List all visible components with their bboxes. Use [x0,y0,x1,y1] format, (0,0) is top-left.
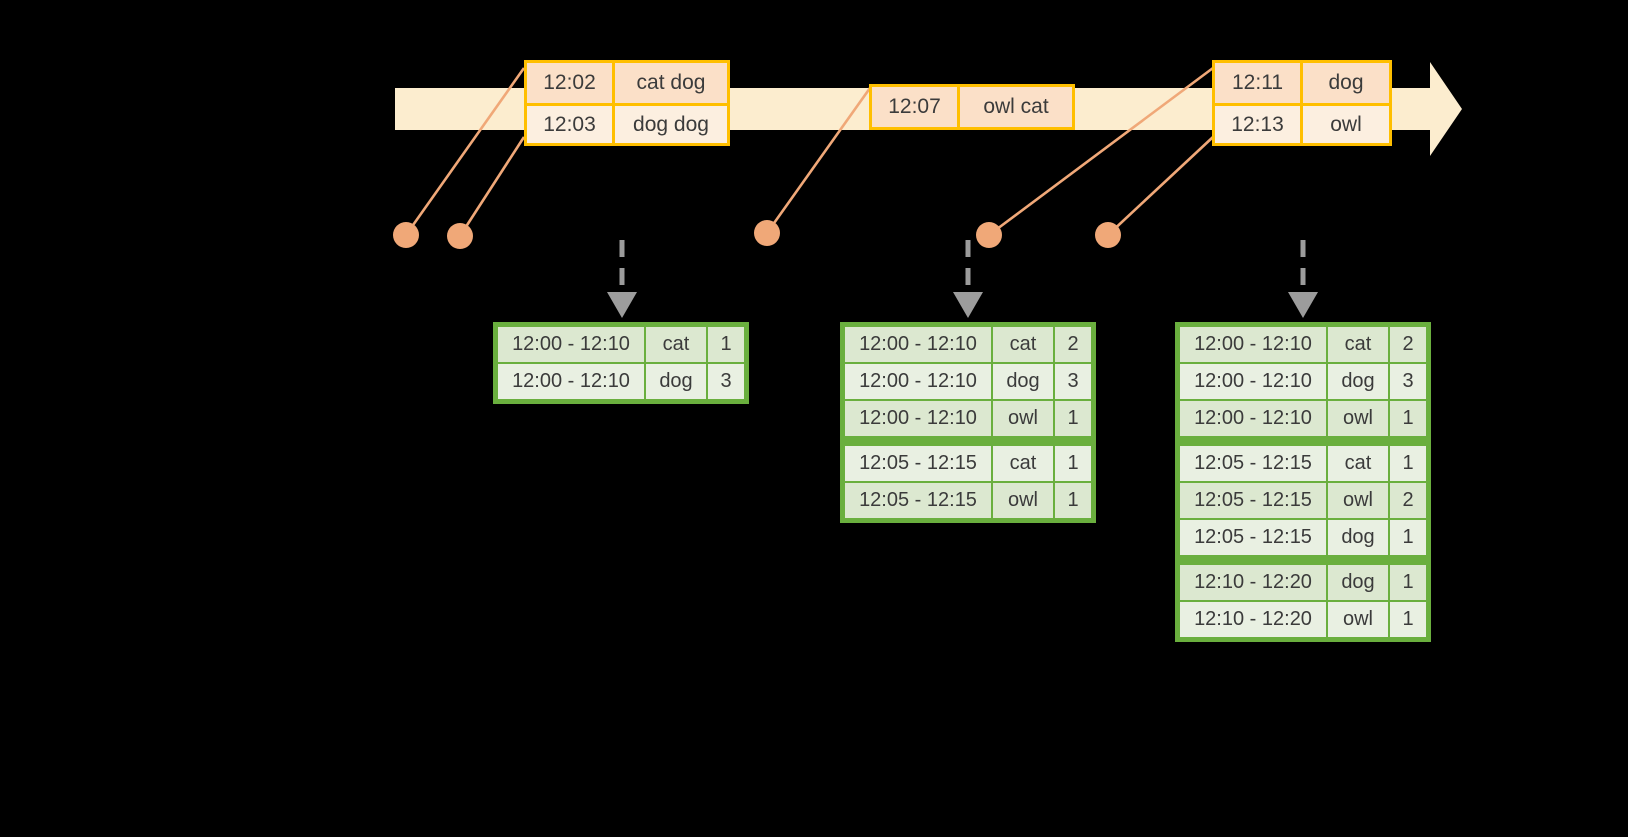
cell-count: 1 [707,326,745,363]
table-row[interactable]: 12:00 - 12:10 cat 2 [844,326,1092,363]
event-dots [393,220,1121,249]
cell-window: 12:05 - 12:15 [844,445,992,482]
cell-window: 12:05 - 12:15 [1179,519,1327,556]
event-words: dog dog [615,106,727,143]
table-row[interactable]: 12:05 - 12:15 dog 1 [1179,519,1427,564]
cell-window: 12:00 - 12:10 [844,363,992,400]
cell-window: 12:00 - 12:10 [497,363,645,400]
cell-window: 12:10 - 12:20 [1179,564,1327,601]
event-time: 12:03 [527,106,615,143]
table-row[interactable]: 12:10 - 12:20 owl 1 [1179,601,1427,638]
event-time: 12:02 [527,63,615,103]
event-dot [1095,222,1121,248]
table-row[interactable]: 12:00 - 12:10 dog 3 [1179,363,1427,400]
cell-count: 2 [1054,326,1092,363]
cell-word: dog [645,363,707,400]
cell-word: owl [992,400,1054,437]
cell-count: 1 [1054,445,1092,482]
emit-arrows [619,240,1306,297]
cell-count: 2 [1389,482,1427,519]
emit-arrowheads [607,292,1318,318]
cell-word: cat [1327,445,1389,482]
event-time: 12:11 [1215,63,1303,103]
event-row[interactable]: 12:03 dog dog [527,103,727,143]
table-row[interactable]: 12:00 - 12:10 owl 1 [1179,400,1427,445]
event-group-3[interactable]: 12:11 dog 12:13 owl [1212,60,1392,146]
event-time: 12:07 [872,87,960,127]
cell-count: 2 [1389,326,1427,363]
result-table-3[interactable]: 12:00 - 12:10 cat 2 12:00 - 12:10 dog 3 … [1175,322,1431,642]
cell-count: 3 [707,363,745,400]
event-words: owl cat [960,87,1072,127]
cell-count: 1 [1054,482,1092,519]
cell-word: dog [1327,363,1389,400]
cell-count: 1 [1389,564,1427,601]
cell-word: cat [1327,326,1389,363]
cell-word: cat [992,326,1054,363]
table-row[interactable]: 12:00 - 12:10 dog 3 [844,363,1092,400]
cell-window: 12:10 - 12:20 [1179,601,1327,638]
event-row[interactable]: 12:13 owl [1215,103,1389,143]
cell-count: 3 [1389,363,1427,400]
cell-window: 12:00 - 12:10 [844,400,992,437]
event-words: cat dog [615,63,727,103]
cell-window: 12:00 - 12:10 [844,326,992,363]
cell-window: 12:00 - 12:10 [1179,363,1327,400]
table-row[interactable]: 12:05 - 12:15 cat 1 [1179,445,1427,482]
cell-window: 12:00 - 12:10 [1179,326,1327,363]
cell-word: dog [1327,519,1389,556]
cell-count: 1 [1054,400,1092,437]
event-group-2[interactable]: 12:07 owl cat [869,84,1075,130]
table-row[interactable]: 12:00 - 12:10 owl 1 [844,400,1092,445]
event-words: dog [1303,63,1389,103]
cell-window: 12:05 - 12:15 [844,482,992,519]
event-words: owl [1303,106,1389,143]
table-row[interactable]: 12:05 - 12:15 owl 2 [1179,482,1427,519]
cell-count: 1 [1389,400,1427,437]
event-time: 12:13 [1215,106,1303,143]
event-dot [393,222,419,248]
cell-word: owl [1327,400,1389,437]
cell-window: 12:00 - 12:10 [497,326,645,363]
event-dot [754,220,780,246]
cell-word: owl [1327,601,1389,638]
cell-window: 12:00 - 12:10 [1179,400,1327,437]
event-row[interactable]: 12:02 cat dog [527,63,727,103]
event-group-1[interactable]: 12:02 cat dog 12:03 dog dog [524,60,730,146]
cell-count: 3 [1054,363,1092,400]
cell-word: cat [992,445,1054,482]
event-row[interactable]: 12:07 owl cat [872,87,1072,127]
table-row[interactable]: 12:05 - 12:15 owl 1 [844,482,1092,519]
cell-count: 1 [1389,519,1427,556]
table-row[interactable]: 12:00 - 12:10 dog 3 [497,363,745,400]
table-row[interactable]: 12:00 - 12:10 cat 2 [1179,326,1427,363]
cell-count: 1 [1389,601,1427,638]
table-row[interactable]: 12:00 - 12:10 cat 1 [497,326,745,363]
event-row[interactable]: 12:11 dog [1215,63,1389,103]
event-dot [447,223,473,249]
result-table-1[interactable]: 12:00 - 12:10 cat 1 12:00 - 12:10 dog 3 [493,322,749,404]
event-dot [976,222,1002,248]
result-table-2[interactable]: 12:00 - 12:10 cat 2 12:00 - 12:10 dog 3 … [840,322,1096,523]
cell-window: 12:05 - 12:15 [1179,445,1327,482]
cell-word: owl [1327,482,1389,519]
cell-word: dog [992,363,1054,400]
table-row[interactable]: 12:05 - 12:15 cat 1 [844,445,1092,482]
table-row[interactable]: 12:10 - 12:20 dog 1 [1179,564,1427,601]
cell-word: cat [645,326,707,363]
cell-window: 12:05 - 12:15 [1179,482,1327,519]
cell-word: owl [992,482,1054,519]
cell-word: dog [1327,564,1389,601]
cell-count: 1 [1389,445,1427,482]
